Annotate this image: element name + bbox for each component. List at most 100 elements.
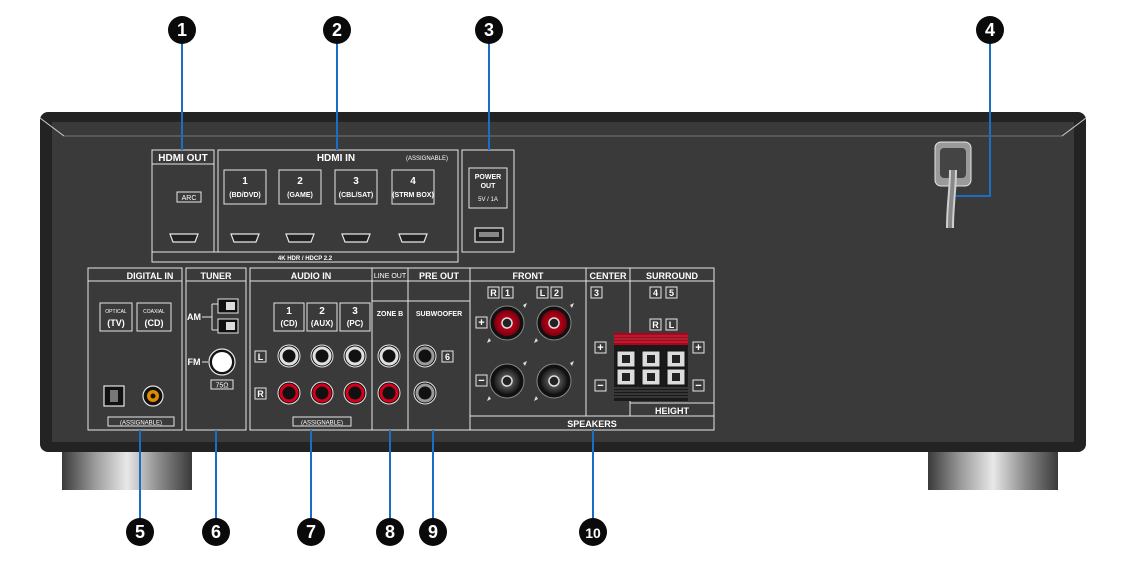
- hdmi-out-arc-label: ARC: [182, 195, 197, 202]
- audio-assignable-box: [292, 416, 352, 427]
- hdmi-in-assignable: (ASSIGNABLE): [406, 156, 448, 162]
- front-label-boxes: [475, 286, 563, 387]
- hdmi-in-port[interactable]: [341, 233, 371, 243]
- audio-in-num: 3: [352, 306, 358, 317]
- audio-in-name: (CD): [281, 319, 298, 328]
- front-r-label: R: [490, 288, 497, 298]
- hdmi-in-port[interactable]: [285, 233, 315, 243]
- spring-clip[interactable]: [641, 368, 661, 386]
- am-label: AM: [187, 312, 201, 322]
- spring-clip[interactable]: [616, 350, 636, 368]
- hdmi-in-label-box: [391, 169, 435, 205]
- hdmi-in-label-box: [278, 169, 322, 205]
- front-left-plus-terminal[interactable]: [534, 303, 574, 343]
- front-right-plus-terminal[interactable]: [487, 303, 527, 343]
- spring-terminal-block[interactable]: [614, 333, 688, 401]
- callout-number: 1: [177, 20, 187, 40]
- audio-in-label-box: [306, 302, 338, 332]
- hdmi-in-port[interactable]: [230, 233, 260, 243]
- subwoofer-num-box: [441, 350, 454, 363]
- optical-label-bottom: (TV): [107, 318, 125, 328]
- surround-n4: 4: [653, 288, 658, 298]
- zone-b-right-jack[interactable]: [377, 381, 401, 405]
- zone-b-left-jack[interactable]: [377, 344, 401, 368]
- center-title: CENTER: [589, 271, 627, 281]
- surround-l: L: [669, 320, 675, 330]
- spring-clip[interactable]: [666, 350, 686, 368]
- subwoofer-label: SUBWOOFER: [416, 311, 462, 318]
- callout-10: 10: [579, 518, 607, 546]
- front-left-minus-terminal[interactable]: [534, 361, 574, 401]
- callout-number: 10: [585, 525, 601, 541]
- hdmi-in-name: (BD/DVD): [229, 192, 261, 199]
- speakers-title: SPEAKERS: [567, 419, 617, 429]
- surround-n5: 5: [669, 288, 674, 298]
- subwoofer-num: 6: [445, 352, 450, 362]
- audio-in-label-box: [273, 302, 305, 332]
- power-cord: [934, 141, 972, 229]
- line-out-title: LINE OUT: [374, 273, 407, 280]
- hdmi-in-num: 2: [297, 176, 303, 187]
- callout-number: 4: [985, 20, 995, 40]
- spring-clip[interactable]: [616, 368, 636, 386]
- hdmi-in-name: (STRM BOX): [392, 192, 434, 199]
- fm-label: FM: [188, 357, 201, 367]
- usb-power-port[interactable]: [474, 227, 504, 243]
- audio-in-right-jack[interactable]: [343, 381, 367, 405]
- power-out-line2: OUT: [481, 183, 497, 190]
- digital-in-assignable: (ASSIGNABLE): [120, 421, 162, 427]
- audio-left-label: L: [258, 352, 264, 362]
- audio-right-label: R: [257, 389, 264, 399]
- audio-in-left-jack[interactable]: [277, 344, 301, 368]
- audio-in-left-jack[interactable]: [343, 344, 367, 368]
- surround-r: R: [652, 320, 659, 330]
- callout-number: 3: [484, 20, 494, 40]
- audio-in-right-jack[interactable]: [310, 381, 334, 405]
- callout-9: 9: [419, 518, 447, 546]
- audio-in-label-box: [339, 302, 371, 332]
- hdmi-in-port[interactable]: [398, 233, 428, 243]
- spring-clip[interactable]: [641, 350, 661, 368]
- audio-in-name: (AUX): [311, 319, 334, 328]
- am-antenna-terminal[interactable]: [202, 298, 239, 334]
- callout-number: 9: [428, 522, 438, 542]
- subwoofer-jack-1[interactable]: [413, 344, 437, 368]
- audio-in-right-jack[interactable]: [277, 381, 301, 405]
- front-minus-label: −: [478, 375, 484, 387]
- audio-right-box: [254, 387, 267, 400]
- audio-in-name: (PC): [347, 319, 364, 328]
- callout-number: 7: [306, 522, 316, 542]
- surround-minus: −: [695, 380, 701, 392]
- front-title: FRONT: [513, 271, 544, 281]
- surround-label-boxes: [649, 286, 705, 392]
- audio-in-num: 1: [286, 306, 292, 317]
- center-num: 3: [594, 288, 599, 298]
- callout-8: 8: [376, 518, 404, 546]
- audio-in-assignable: (ASSIGNABLE): [301, 421, 343, 427]
- callout-number: 5: [135, 522, 145, 542]
- pre-out-title: PRE OUT: [419, 271, 460, 281]
- tuner-title: TUNER: [201, 271, 232, 281]
- hdmi-in-label-box: [334, 169, 378, 205]
- center-minus-box: [594, 379, 607, 392]
- subwoofer-jack-2[interactable]: [413, 381, 437, 405]
- callout-6: 6: [202, 518, 230, 546]
- coaxial-label-bottom: (CD): [145, 318, 164, 328]
- fm-ohm-label: 75Ω: [215, 383, 228, 390]
- optical-input-port[interactable]: [103, 385, 125, 407]
- front-right-minus-terminal[interactable]: [487, 361, 527, 401]
- audio-in-left-jack[interactable]: [310, 344, 334, 368]
- hdmi-out-port[interactable]: [169, 233, 199, 243]
- audio-in-num: 2: [319, 306, 325, 317]
- power-out-line1: POWER: [475, 174, 501, 181]
- fm-ohm-box: [210, 379, 234, 390]
- fm-antenna-jack[interactable]: [202, 348, 236, 376]
- digital-in-label-boxes: [99, 302, 175, 427]
- zone-b-label: ZONE B: [377, 311, 403, 318]
- spring-clip[interactable]: [666, 368, 686, 386]
- center-minus: −: [597, 380, 603, 392]
- coaxial-input-port[interactable]: [142, 385, 164, 407]
- right-foot: [928, 448, 1058, 490]
- callout-leader-lines: [139, 42, 991, 520]
